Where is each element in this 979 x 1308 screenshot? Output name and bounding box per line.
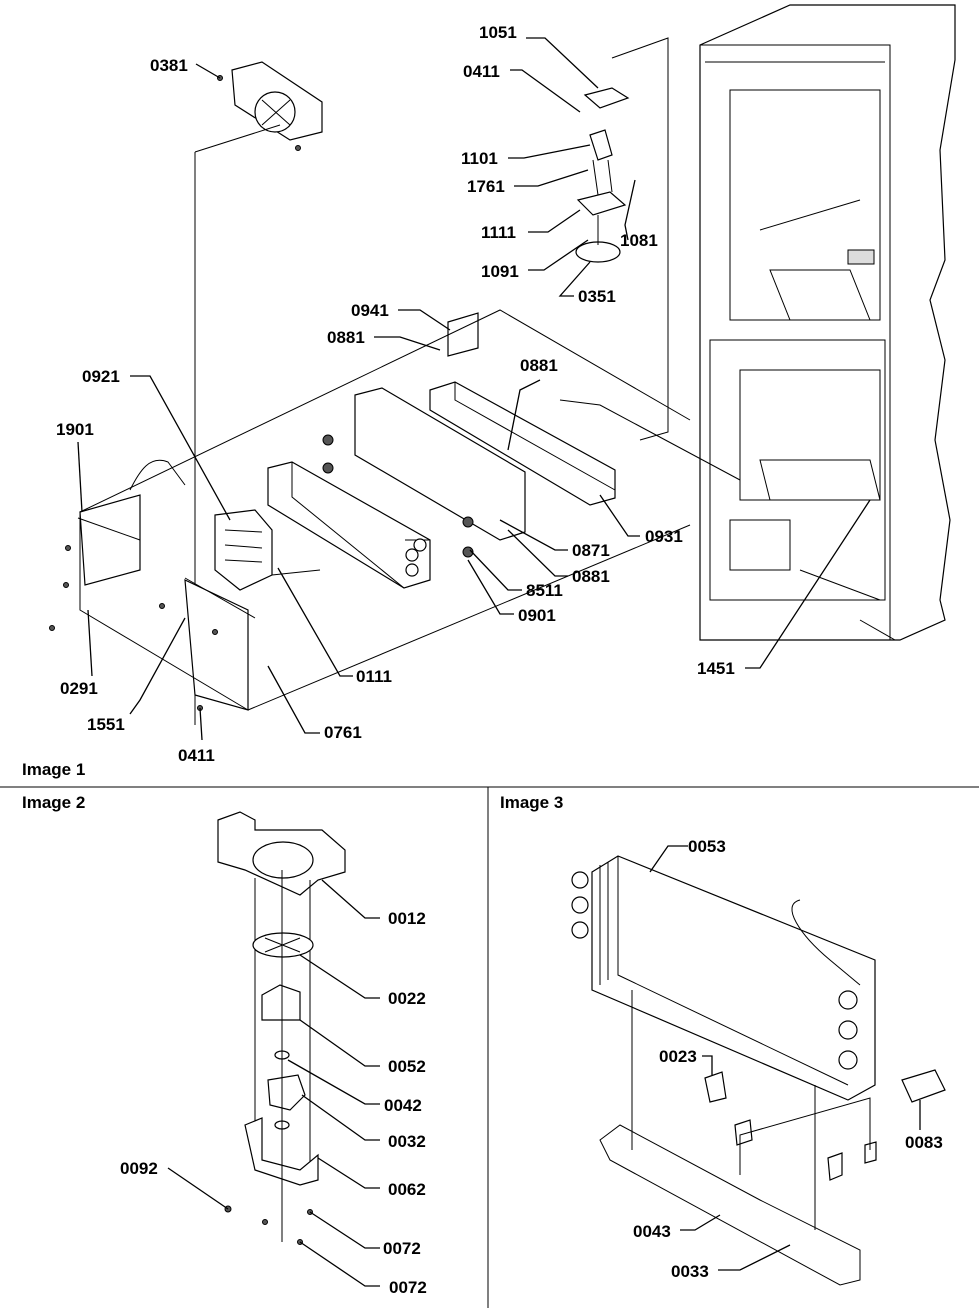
callout-0411: 0411 [463, 62, 500, 81]
callout-0052: 0052 [388, 1057, 426, 1076]
image1-drawing [49, 4, 956, 725]
control-assembly [575, 87, 630, 263]
callout-1051: 1051 [479, 23, 517, 42]
evaporator-coil [267, 461, 431, 589]
image3-leaders [649, 845, 921, 1271]
callout-0072-b: 0072 [389, 1278, 427, 1297]
callout-0291: 0291 [60, 679, 98, 698]
callout-1451: 1451 [697, 659, 735, 678]
image3-drawing [571, 855, 946, 1286]
image1-leaders [77, 37, 871, 741]
callout-8511: 8511 [526, 581, 563, 600]
callout-0043: 0043 [633, 1222, 671, 1241]
panel-title-image1: Image 1 [22, 760, 85, 779]
callout-0053: 0053 [688, 837, 726, 856]
callout-0921: 0921 [82, 367, 120, 386]
callout-0941: 0941 [351, 301, 389, 320]
callout-0881-c: 0881 [572, 567, 610, 586]
callout-0062: 0062 [388, 1180, 426, 1199]
callout-0881: 0881 [327, 328, 365, 347]
panel-title-image2: Image 2 [22, 793, 85, 812]
callout-1111: 1111 [481, 223, 516, 242]
callout-0022: 0022 [388, 989, 426, 1008]
fan-shroud [214, 509, 321, 591]
fan-assembly-top [194, 61, 323, 725]
callout-0901: 0901 [518, 606, 556, 625]
callout-0023: 0023 [659, 1047, 697, 1066]
callout-1551: 1551 [87, 715, 125, 734]
callout-0032: 0032 [388, 1132, 426, 1151]
louver-plate [447, 312, 479, 357]
callout-0111: 0111 [356, 667, 392, 686]
callout-1081: 1081 [620, 231, 658, 250]
panel-title-image3: Image 3 [500, 793, 563, 812]
callout-0351: 0351 [578, 287, 616, 306]
image1-callouts: 1051 0411 0381 1101 1761 1111 1081 1091 … [56, 23, 735, 765]
callout-0042: 0042 [384, 1096, 422, 1115]
callout-0881-b: 0881 [520, 356, 558, 375]
callout-0072: 0072 [383, 1239, 421, 1258]
callout-0871: 0871 [572, 541, 610, 560]
drain-trough [429, 381, 616, 506]
callout-0083: 0083 [905, 1133, 943, 1152]
image3-callouts: 0053 0023 0083 0043 0033 [633, 837, 943, 1281]
evaporator-cover [322, 387, 526, 558]
image2-drawing [217, 811, 346, 1245]
panel-dividers [0, 786, 979, 1308]
callout-0761: 0761 [324, 723, 362, 742]
callout-1101: 1101 [461, 149, 498, 168]
image2-callouts: 0012 0022 0052 0042 0032 0092 0062 0072 … [120, 909, 427, 1297]
callout-0931: 0931 [645, 527, 683, 546]
callout-1901: 1901 [56, 420, 94, 439]
callout-1091: 1091 [481, 262, 519, 281]
callout-0092: 0092 [120, 1159, 158, 1178]
callout-0012: 0012 [388, 909, 426, 928]
callout-0033: 0033 [671, 1262, 709, 1281]
callout-1761: 1761 [467, 177, 505, 196]
refrigerator-cabinet [699, 4, 956, 641]
callout-0381: 0381 [150, 56, 188, 75]
rear-panel [49, 459, 256, 711]
image2-leaders [167, 879, 380, 1287]
callout-0411-b: 0411 [178, 746, 215, 765]
